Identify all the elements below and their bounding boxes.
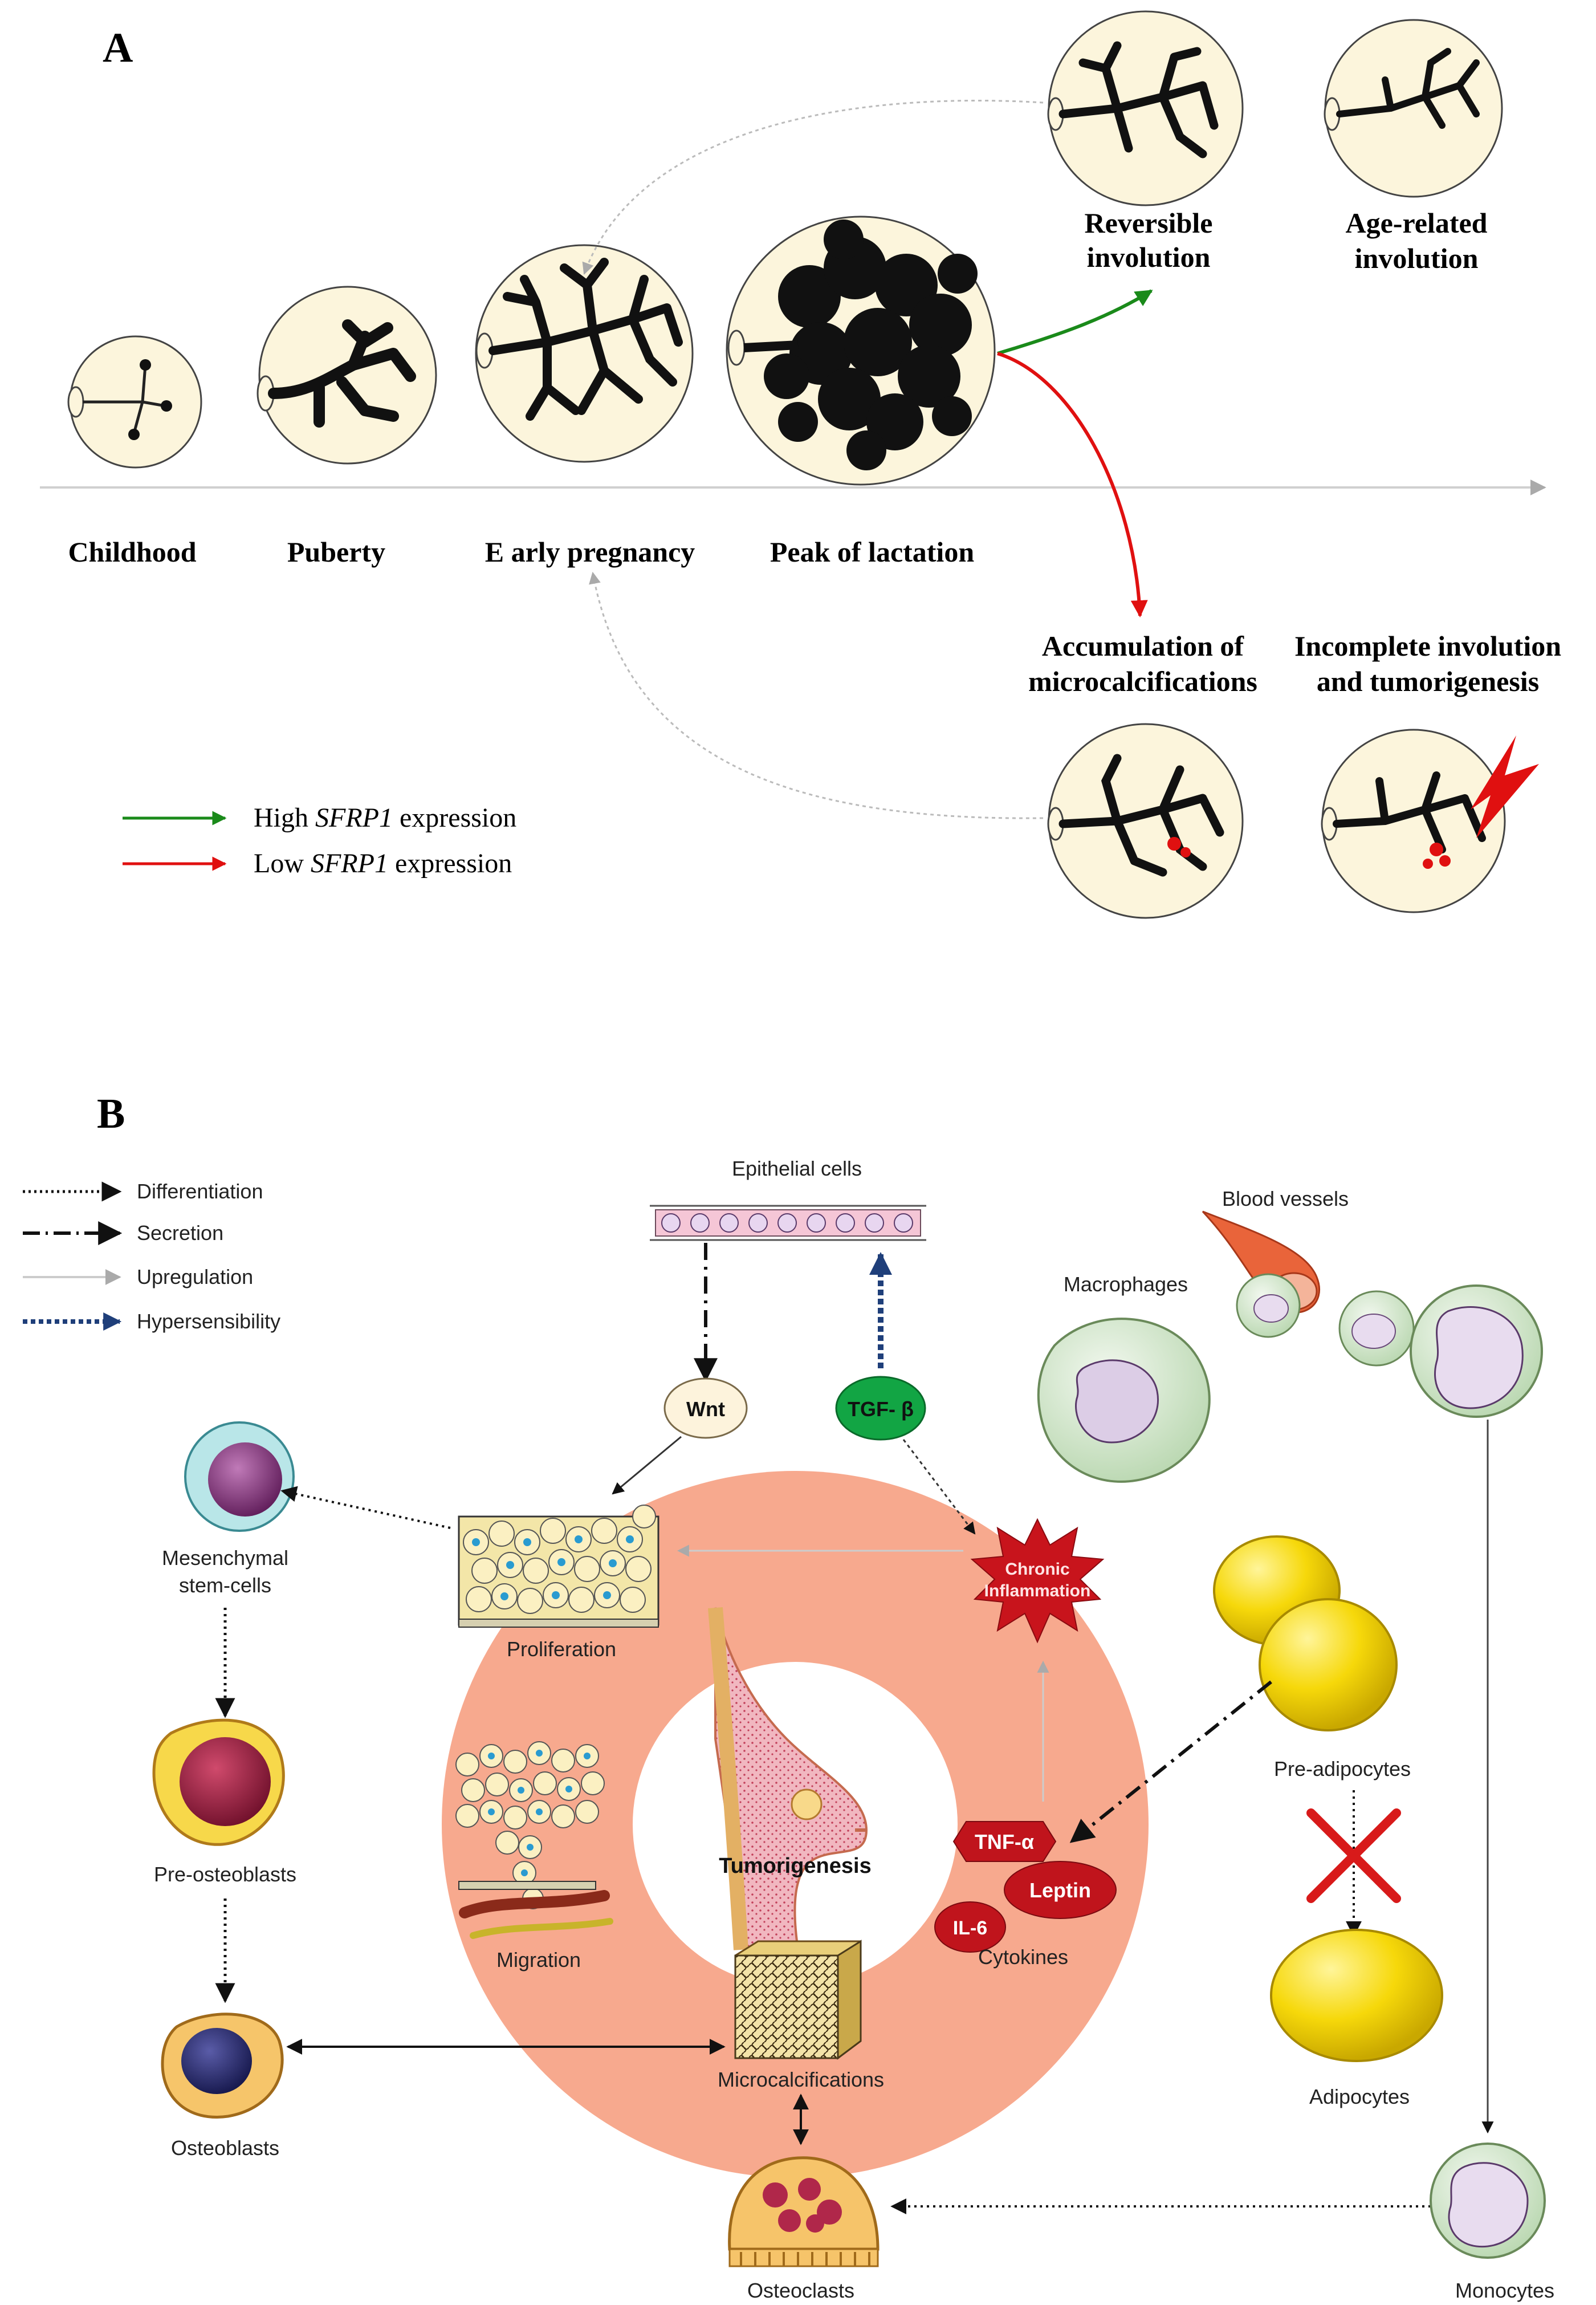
- label-osteoclasts: Osteoclasts: [747, 2279, 854, 2302]
- label-blood-vessels: Blood vessels: [1222, 1187, 1349, 1210]
- osteoblast-cell: [161, 2013, 284, 2119]
- gland-microcalcifications: [1047, 723, 1244, 919]
- label-il6: IL-6: [953, 1917, 987, 1939]
- outcome-age-related-line2: involution: [1355, 242, 1479, 274]
- label-cytokines: Cytokines: [978, 1945, 1068, 1969]
- panel-b: B Differentiation Secretion Upregulation…: [23, 1091, 1554, 2302]
- arrow-tgf-to-inflammation: [902, 1439, 976, 1535]
- tgf-beta-node: [835, 1376, 926, 1441]
- label-chronic-line2: Inflammation: [984, 1582, 1091, 1600]
- stage-label-puberty: Puberty: [287, 536, 385, 568]
- pre-adipocyte-cells: [1213, 1535, 1398, 1731]
- macrophage-cell: [1037, 1318, 1211, 1483]
- gland-age-related-involution: [1324, 19, 1503, 198]
- monocyte-large: [1410, 1284, 1543, 1418]
- arrow-preadipocyte-secretion: [1069, 1680, 1272, 1843]
- breast-illustration: [708, 1607, 868, 1951]
- chronic-inflammation-burst: [970, 1518, 1105, 1644]
- gland-reversible-involution: [1047, 10, 1244, 206]
- mesenchymal-stem-cell: [184, 1421, 295, 1532]
- adipocyte-cell: [1270, 1929, 1443, 2062]
- label-mesenchymal-line1: Mesenchymal: [162, 1546, 288, 1570]
- gland-incomplete-involution: [1321, 729, 1539, 913]
- label-pre-adipocytes: Pre-adipocytes: [1274, 1757, 1411, 1780]
- label-tnf-alpha: TNF-α: [975, 1830, 1034, 1853]
- label-osteoblasts: Osteoblasts: [171, 2136, 279, 2160]
- label-monocytes: Monocytes: [1455, 2279, 1554, 2302]
- legend-hypersensibility: Hypersensibility: [137, 1310, 280, 1333]
- dotted-arrow-to-early-pregnancy-top: [582, 99, 1044, 275]
- gland-early-pregnancy: [475, 244, 694, 463]
- monocyte-cell: [1430, 2143, 1546, 2259]
- legend-upregulation: Upregulation: [137, 1265, 253, 1288]
- arrow-wnt-to-proliferation: [612, 1436, 682, 1495]
- red-arrow-microcalcifications: [997, 352, 1148, 617]
- small-monocytes-near-vessel: [1236, 1273, 1415, 1367]
- label-adipocytes: Adipocytes: [1309, 2085, 1410, 2108]
- label-mesenchymal-line2: stem-cells: [179, 1574, 271, 1597]
- gland-childhood: [67, 335, 202, 469]
- arrow-proliferation-to-msc: [280, 1486, 451, 1529]
- legend-low-sfrp1: Low SFRP1 expression: [254, 848, 512, 879]
- panel-a: A: [40, 10, 1561, 919]
- stage-label-peak-lactation: Peak of lactation: [770, 536, 974, 568]
- label-leptin: Leptin: [1029, 1879, 1091, 1902]
- gland-peak-lactation: [726, 216, 996, 486]
- il6-shape: [934, 1901, 1006, 1953]
- label-macrophages: Macrophages: [1064, 1273, 1188, 1296]
- legend-panel-b: Differentiation Secretion Upregulation H…: [23, 1180, 280, 1333]
- label-epithelial-cells: Epithelial cells: [732, 1157, 862, 1180]
- panel-a-letter: A: [103, 25, 133, 71]
- legend-high-sfrp1: High SFRP1 expression: [254, 803, 516, 833]
- green-arrow-reversible: [997, 289, 1153, 355]
- blocked-cross-icon: [1306, 1808, 1401, 1903]
- wnt-node: [663, 1377, 748, 1439]
- outcome-reversible-line1: Reversible: [1085, 207, 1213, 239]
- label-chronic-line1: Chronic: [1005, 1560, 1069, 1579]
- label-wnt: Wnt: [686, 1397, 725, 1421]
- dotted-arrow-to-early-pregnancy-bottom: [589, 571, 1044, 819]
- tnf-alpha-shape: [952, 1821, 1057, 1862]
- migration-cells: [455, 1741, 613, 1939]
- lightning-bolt-icon: [1471, 735, 1539, 838]
- panel-b-letter: B: [97, 1091, 125, 1137]
- stage-label-early-pregnancy: E arly pregnancy: [485, 536, 695, 568]
- pre-osteoblast-cell: [152, 1718, 285, 1846]
- outcome-microcalc-line1: Accumulation of: [1042, 630, 1245, 662]
- legend-differentiation: Differentiation: [137, 1180, 263, 1203]
- proliferation-cells: [458, 1505, 659, 1628]
- label-tgf-beta: TGF- β: [848, 1397, 914, 1421]
- outcome-incomplete-line1: Incomplete involution: [1294, 630, 1561, 662]
- legend-secretion: Secretion: [137, 1221, 223, 1245]
- label-pre-osteoblasts: Pre-osteoblasts: [154, 1863, 296, 1886]
- osteoclast-cell: [728, 2156, 880, 2267]
- outcome-incomplete-line2: and tumorigenesis: [1317, 665, 1539, 697]
- gland-puberty: [256, 286, 437, 465]
- epithelial-cells: [650, 1205, 926, 1241]
- label-migration: Migration: [496, 1948, 581, 1971]
- label-microcalcifications: Microcalcifications: [718, 2068, 884, 2091]
- legend-panel-a: High SFRP1 expression Low SFRP1 expressi…: [123, 803, 516, 879]
- outcome-reversible-line2: involution: [1087, 241, 1211, 273]
- outcome-age-related-line1: Age-related: [1346, 207, 1488, 239]
- label-tumorigenesis: Tumorigenesis: [719, 1854, 871, 1878]
- leptin-shape: [1004, 1861, 1117, 1919]
- microcalcifications-block: [734, 1940, 862, 2060]
- label-proliferation: Proliferation: [507, 1637, 616, 1661]
- stage-label-childhood: Childhood: [68, 536, 196, 568]
- outcome-microcalc-line2: microcalcifications: [1028, 665, 1257, 697]
